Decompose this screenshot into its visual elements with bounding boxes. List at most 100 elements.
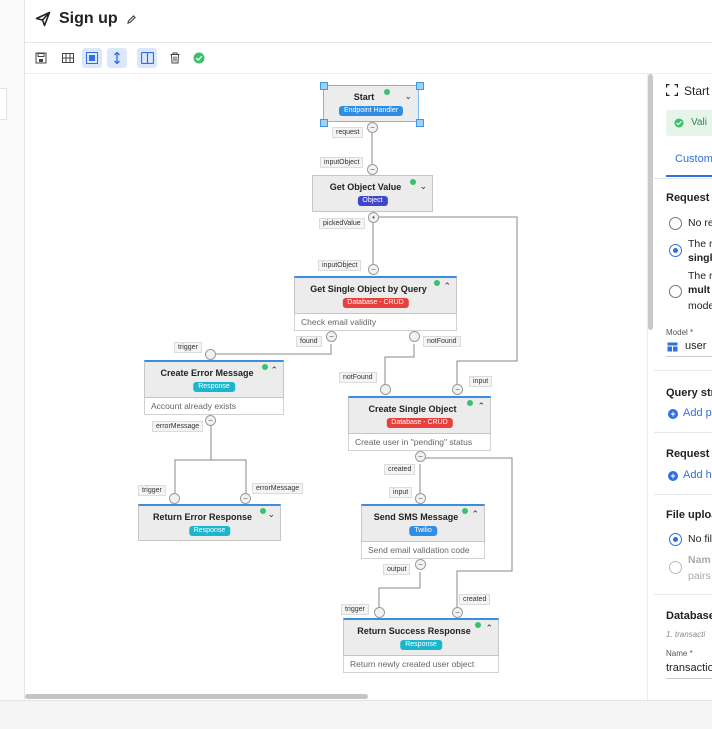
canvas-vertical-scrollbar[interactable] [647, 74, 654, 700]
port-label: trigger [138, 485, 166, 496]
node-start[interactable]: Start Endpoint Handler ⌄ [323, 85, 419, 122]
node-badge: Database - CRUD [386, 418, 453, 428]
chevron-up-icon[interactable]: ⌃ [443, 281, 451, 291]
chevron-up-icon[interactable]: ⌃ [485, 623, 493, 633]
add-query-param-link[interactable]: Add p [683, 407, 712, 419]
node-description: Account already exists [144, 398, 284, 415]
divider [654, 370, 712, 371]
output-port[interactable]: − [367, 122, 378, 133]
node-get-object-value[interactable]: Get Object Value Object ⌄ [312, 175, 433, 212]
chevron-up-icon[interactable]: ⌃ [270, 365, 278, 375]
chevron-down-icon[interactable]: ⌄ [404, 91, 412, 101]
input-port[interactable]: − [452, 384, 463, 395]
radio-label: Nam [688, 554, 711, 566]
output-port[interactable]: − [415, 451, 426, 462]
selection-handle[interactable] [320, 82, 328, 90]
input-port[interactable] [374, 607, 385, 618]
divider [654, 494, 712, 495]
radio-name-value-pairs[interactable] [669, 561, 682, 574]
port-label: input [389, 487, 413, 498]
status-dot [462, 508, 468, 514]
auto-layout-button[interactable] [107, 48, 127, 68]
radio-label: singl [688, 252, 712, 264]
port-label: notFound [423, 336, 461, 347]
add-header-link[interactable]: Add h [683, 469, 712, 481]
tab-underline [666, 175, 712, 177]
node-badge: Object [357, 196, 388, 206]
node-title: Get Single Object by Query [310, 284, 427, 294]
chevron-down-icon[interactable]: ⌄ [419, 181, 427, 191]
input-port[interactable]: − [368, 264, 379, 275]
status-dot [384, 89, 390, 95]
radio-no-request[interactable] [669, 217, 682, 230]
node-create-error-message[interactable]: Create Error Message Response ⌃ Account … [144, 360, 284, 415]
node-badge: Response [193, 382, 235, 392]
node-title: Create Single Object [368, 404, 457, 414]
model-select[interactable]: user [685, 340, 707, 352]
node-title: Return Success Response [357, 626, 471, 636]
output-port[interactable]: • [368, 212, 379, 223]
name-field[interactable]: transactio [666, 662, 712, 674]
input-port[interactable] [205, 349, 216, 360]
sidebar-collapsed-tab[interactable] [0, 88, 7, 120]
chevron-down-icon[interactable]: ⌄ [267, 509, 275, 519]
radio-label: pairs [688, 570, 711, 582]
input-port[interactable]: − [367, 164, 378, 175]
port-label: request [332, 127, 364, 138]
radio-label: mode [688, 300, 712, 312]
tab-custom[interactable]: Custom [675, 153, 712, 165]
output-port[interactable]: − [205, 415, 216, 426]
output-port[interactable]: − [415, 559, 426, 570]
node-return-error-response[interactable]: Return Error Response Response ⌄ [138, 504, 281, 541]
port-label: input [469, 376, 493, 387]
panel-node-title: Start [684, 84, 710, 98]
port-label: trigger [174, 342, 202, 353]
radio-label: The r [688, 270, 712, 282]
header: Sign up [25, 0, 712, 43]
node-title: Start [353, 92, 375, 102]
validation-status [189, 48, 209, 68]
node-send-sms-message[interactable]: Send SMS Message Twilio ⌃ Send email val… [361, 504, 485, 559]
snap-to-grid-button[interactable] [82, 48, 102, 68]
delete-button[interactable] [165, 48, 185, 68]
scrollbar-thumb[interactable] [648, 74, 653, 330]
save-icon [35, 52, 47, 64]
save-button[interactable] [31, 48, 51, 68]
output-port[interactable]: − [326, 331, 337, 342]
radio-multiple[interactable] [669, 285, 682, 298]
selection-handle[interactable] [416, 119, 424, 127]
input-port[interactable] [380, 384, 391, 395]
node-badge: Endpoint Handler [338, 106, 404, 116]
node-description: Return newly created user object [343, 656, 499, 673]
split-view-button[interactable] [137, 48, 157, 68]
flow-canvas[interactable]: Start Endpoint Handler ⌄ Get Object Valu… [25, 74, 647, 700]
node-badge: Response [400, 640, 442, 650]
grid-toggle-button[interactable] [58, 48, 78, 68]
input-port[interactable]: − [452, 607, 463, 618]
input-port[interactable] [169, 493, 180, 504]
node-create-single-object[interactable]: Create Single Object Database - CRUD ⌃ C… [348, 396, 491, 451]
node-description: Create user in "pending" status [348, 434, 491, 451]
selection-handle[interactable] [320, 119, 328, 127]
radio-label: The r [688, 238, 712, 250]
node-return-success-response[interactable]: Return Success Response Response ⌃ Retur… [343, 618, 499, 673]
canvas-horizontal-scrollbar[interactable] [25, 694, 368, 699]
input-port[interactable]: − [415, 493, 426, 504]
edit-pencil-icon[interactable] [126, 14, 137, 25]
output-port[interactable] [409, 331, 420, 342]
status-dot [467, 400, 473, 406]
input-port[interactable]: − [240, 493, 251, 504]
status-dot [434, 280, 440, 286]
split-view-icon [140, 52, 154, 64]
selection-handle[interactable] [416, 82, 424, 90]
status-dot [410, 179, 416, 185]
name-label: Name * [666, 649, 693, 658]
chevron-up-icon[interactable]: ⌃ [471, 509, 479, 519]
radio-no-file[interactable] [669, 533, 682, 546]
port-label: created [459, 594, 491, 605]
node-get-single-object-by-query[interactable]: Get Single Object by Query Database - CR… [294, 276, 457, 331]
radio-single[interactable] [669, 244, 682, 257]
radio-label: No re [688, 217, 712, 229]
chevron-up-icon[interactable]: ⌃ [477, 401, 485, 411]
port-label: inputObject [320, 157, 364, 168]
